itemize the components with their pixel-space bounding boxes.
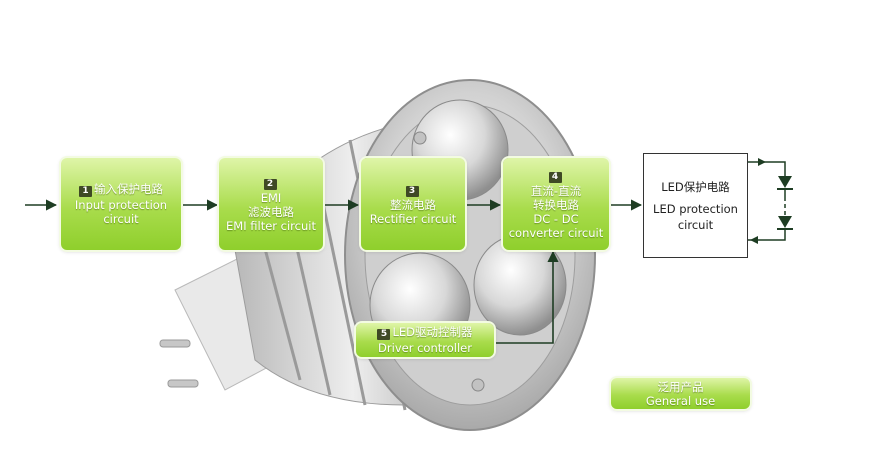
step-number-4-badge: 4 bbox=[548, 172, 562, 183]
led-protection-cn: LED保护电路 bbox=[661, 179, 730, 194]
step-number-3-badge: 3 bbox=[405, 186, 419, 197]
driver-controller-en: Driver controller bbox=[378, 341, 472, 355]
mr16-lamp-illustration bbox=[159, 79, 596, 431]
arrow-driver-to-dcdc bbox=[495, 250, 559, 344]
led-output-string bbox=[748, 158, 793, 244]
general-use-en: General use bbox=[645, 393, 716, 408]
input-protection-en2: circuit bbox=[103, 212, 139, 226]
input-protection-en1: Input protection bbox=[74, 198, 168, 212]
led-diode-bottom-icon bbox=[778, 216, 792, 228]
driver-controller-cn: LED驱动控制器 bbox=[392, 325, 473, 339]
led-protection-block: LED保护电路 LED protection circuit bbox=[643, 153, 748, 258]
general-use-cn: 泛用产品 bbox=[657, 379, 704, 394]
rectifier-en: Rectifier circuit bbox=[369, 212, 457, 226]
rectifier-cn: 整流电路 bbox=[390, 198, 436, 212]
emi-filter-block: 2 EMI 滤波电路 EMI filter circuit bbox=[219, 158, 323, 250]
rectifier-block: 3 整流电路 Rectifier circuit bbox=[361, 158, 465, 250]
led-protection-en1: LED protection bbox=[653, 201, 738, 216]
input-protection-cn: 输入保护电路 bbox=[94, 182, 163, 196]
emi-label: EMI bbox=[260, 191, 282, 205]
dcdc-en1: DC - DC bbox=[533, 212, 579, 226]
dcdc-converter-block: 4 直流-直流 转换电路 DC - DC converter circuit bbox=[503, 158, 609, 250]
general-use-block: 泛用产品 General use bbox=[611, 378, 750, 409]
led-protection-en2: circuit bbox=[677, 217, 714, 232]
dcdc-cn1: 直流-直流 bbox=[530, 184, 582, 198]
emi-filter-en: EMI filter circuit bbox=[226, 219, 316, 233]
led-diode-top-icon bbox=[778, 176, 792, 188]
dcdc-cn2: 转换电路 bbox=[533, 198, 579, 212]
emi-filter-cn: 滤波电路 bbox=[248, 205, 294, 219]
step-number-1-badge: 1 bbox=[79, 186, 92, 197]
step-number-2-badge: 2 bbox=[263, 179, 277, 190]
step-number-5-badge: 5 bbox=[377, 329, 391, 340]
dcdc-en2: converter circuit bbox=[508, 226, 604, 240]
